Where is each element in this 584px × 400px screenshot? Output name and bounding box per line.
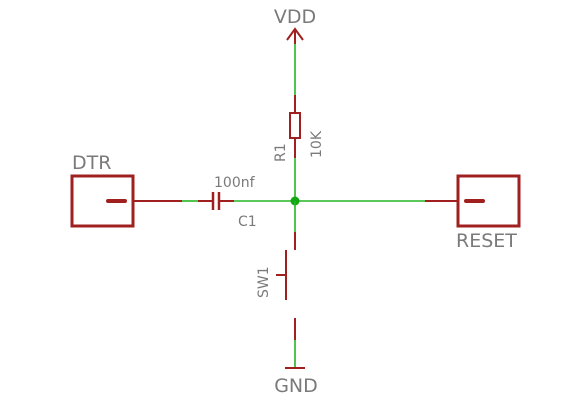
reset-label: RESET xyxy=(456,230,517,252)
switch-sw1: SW1 xyxy=(256,232,296,340)
dtr-connector: DTR xyxy=(70,152,135,228)
resistor-r1: R1 10K xyxy=(273,95,325,162)
capacitor-ref-label: C1 xyxy=(238,214,257,230)
capacitor-value-label: 100nf xyxy=(214,175,256,191)
gnd-label: GND xyxy=(274,375,318,397)
resistor-value-label: 10K xyxy=(309,130,325,158)
resistor-ref-label: R1 xyxy=(273,143,289,162)
resistor-body xyxy=(289,112,301,139)
vdd-label: VDD xyxy=(274,6,316,28)
gnd-net: GND xyxy=(274,340,318,397)
vdd-net: VDD xyxy=(274,6,316,95)
dtr-label: DTR xyxy=(72,152,111,174)
reset-connector-body xyxy=(456,174,521,228)
reset-connector: RESET xyxy=(456,174,521,252)
switch-ref-label: SW1 xyxy=(256,266,272,298)
capacitor-c1: 100nf C1 xyxy=(198,175,257,230)
